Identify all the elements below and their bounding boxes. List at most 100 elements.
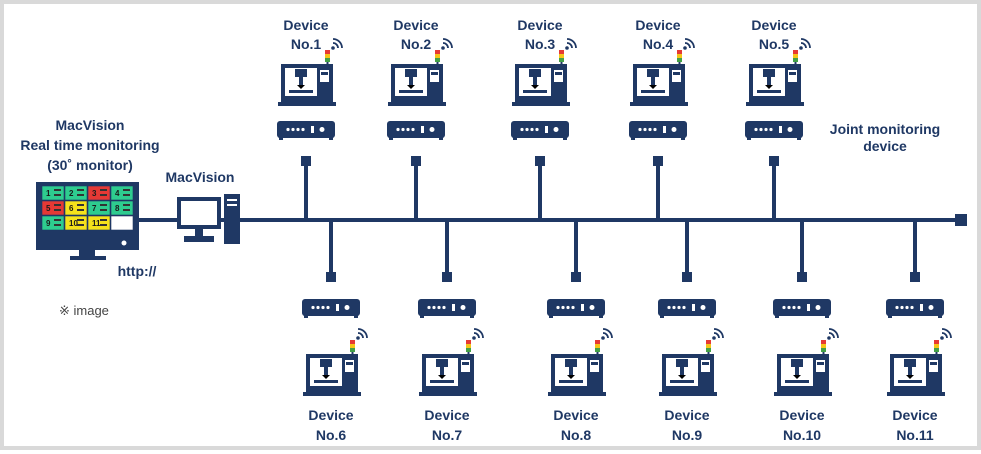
machine-panel-screen	[346, 362, 353, 365]
pc-neck	[195, 229, 203, 236]
wifi-wave	[713, 328, 724, 339]
box-foot-right	[825, 315, 829, 318]
machine-tool	[438, 375, 446, 379]
pc-tower	[224, 194, 240, 244]
screen-tile-line	[77, 209, 84, 211]
screen-tile-line	[54, 219, 61, 221]
joint-monitoring-box	[745, 121, 803, 140]
machine-panel	[788, 70, 797, 82]
machine-spindle	[409, 77, 413, 85]
device-number-label: No.9	[672, 427, 703, 443]
box-foot-left	[775, 315, 779, 318]
machine-panel	[430, 70, 439, 82]
joint-monitoring-box	[302, 299, 360, 318]
machine-base	[774, 392, 832, 396]
machine-panel	[929, 360, 938, 372]
signal-red-light	[821, 340, 826, 344]
box-switch	[692, 304, 695, 311]
signal-red-light	[435, 50, 440, 54]
device-machine-No.3	[512, 38, 577, 106]
monitor-title-label: MacVision	[56, 117, 125, 133]
joint-monitoring-box	[277, 121, 335, 140]
wifi-icon	[565, 46, 569, 50]
signal-pole	[351, 352, 354, 354]
device-number-label: No.6	[316, 427, 347, 443]
machine-tool	[678, 375, 686, 379]
box-port	[460, 305, 466, 310]
box-port	[319, 127, 325, 132]
box-body	[629, 121, 687, 138]
screen-tile-line	[100, 189, 107, 191]
screen-tile-number: 3	[92, 189, 97, 198]
machine-table	[523, 90, 547, 93]
signal-pole	[596, 352, 599, 354]
pc-label: MacVision	[166, 169, 235, 185]
wifi-wave	[566, 42, 573, 49]
box-led	[905, 305, 909, 310]
signal-red-light	[793, 50, 798, 54]
device-number-label: No.11	[896, 427, 934, 443]
screen-tile-line	[100, 209, 107, 211]
wifi-wave	[442, 38, 453, 49]
machine-panel	[345, 360, 354, 372]
box-led	[792, 305, 796, 310]
box-led	[535, 127, 539, 132]
screen-tile-line	[100, 204, 107, 206]
wifi-icon	[712, 336, 716, 340]
device-name-label: Device	[424, 407, 469, 423]
device-machine-No.1	[278, 38, 343, 106]
machine-panel-screen	[789, 72, 796, 75]
machine-panel	[816, 360, 825, 372]
signal-green-light	[466, 348, 471, 352]
pc-screen	[181, 201, 217, 225]
box-led	[301, 127, 305, 132]
machine-tool	[765, 85, 773, 89]
device-machine-No.6	[303, 328, 368, 396]
screen-tile-line	[54, 204, 61, 206]
box-led	[291, 127, 295, 132]
signal-red-light	[350, 340, 355, 344]
box-led	[311, 305, 315, 310]
box-led	[571, 305, 575, 310]
wifi-wave	[332, 42, 339, 49]
machine-tool	[297, 85, 305, 89]
device-name-label: Device	[283, 17, 328, 33]
device-machine-No.11	[887, 328, 952, 396]
pc-icon	[177, 194, 240, 244]
box-foot-left	[389, 137, 393, 140]
signal-green-light	[793, 58, 798, 62]
box-foot-right	[797, 137, 801, 140]
box-foot-right	[470, 315, 474, 318]
box-led	[797, 305, 801, 310]
joint-monitoring-box	[773, 299, 831, 318]
machine-base	[388, 102, 446, 106]
box-switch	[581, 304, 584, 311]
wifi-icon	[827, 336, 831, 340]
bus-terminator	[955, 214, 967, 226]
box-led	[653, 127, 657, 132]
drop-connector	[301, 156, 311, 166]
machine-panel	[554, 70, 563, 82]
machine-tool	[567, 375, 575, 379]
device-machine-No.9	[659, 328, 724, 396]
box-foot-right	[710, 315, 714, 318]
machine-base	[419, 392, 477, 396]
box-led	[556, 305, 560, 310]
signal-yellow-light	[706, 344, 711, 348]
screen-tile-number: 11	[92, 219, 101, 228]
signal-red-light	[559, 50, 564, 54]
signal-red-light	[595, 340, 600, 344]
device-machine-No.8	[548, 328, 613, 396]
box-led	[910, 305, 914, 310]
box-foot-left	[279, 137, 283, 140]
box-led	[437, 305, 441, 310]
device-name-label: Device	[517, 17, 562, 33]
box-led	[396, 127, 400, 132]
box-foot-left	[631, 137, 635, 140]
signal-pole	[436, 62, 439, 64]
box-foot-left	[549, 315, 553, 318]
device-name-label: Device	[751, 17, 796, 33]
screen-tile-number: 5	[46, 204, 51, 213]
monitor-title-label: Real time monitoring	[20, 137, 159, 153]
machine-spindle-head	[405, 69, 417, 77]
